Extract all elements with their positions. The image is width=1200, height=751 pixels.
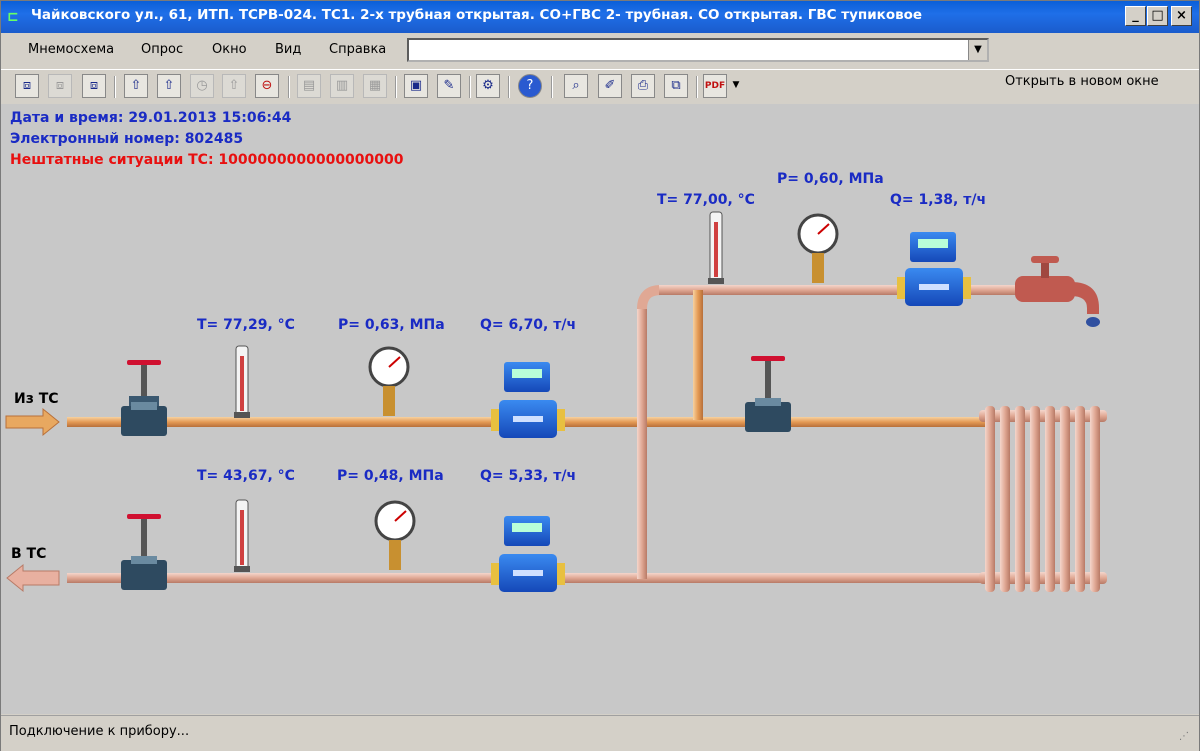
serial-number-label: Электронный номер: 802485 [10,131,244,147]
supply-arrow-icon [5,407,60,437]
return-flow-meter-icon [491,516,565,592]
return-pressure-gauge-icon [374,500,416,570]
app-icon: ⊏ [7,9,19,25]
hot-water-flow-meter-icon [897,232,971,306]
window-title: Чайковского ул., 61, ИТП. ТСРВ-024. ТС1.… [31,7,923,23]
pdf-icon[interactable]: PDF [703,74,727,98]
return-thermometer-icon [234,499,250,572]
table-icon: ▦ [363,74,387,98]
radiator-icon [979,406,1107,592]
hot-water-pressure: P= 0,60, МПа [777,171,884,187]
report-icon[interactable]: ✐ [598,74,622,98]
menu-window[interactable]: Окно [212,42,247,57]
chart-icon: ▤ [297,74,321,98]
faucet-icon [1015,256,1100,327]
toolbar: ⧈ ⧈ ⧈ ⇧ ⇧ ◷ ⇧ ⊖ ▤ ▥ ▦ ▣ ✎ ⚙ ? ⌕ ✐ ⎙ ⧉ PD… [1,69,1199,105]
menu-poll[interactable]: Опрос [141,42,184,57]
hot-water-pressure-gauge-icon [797,213,839,283]
supply-branch-pipe [693,290,703,420]
resize-grip-icon[interactable]: ⋰ [1179,731,1189,742]
hot-water-pipe [659,285,1024,295]
connect-icon[interactable]: ⧈ [15,74,39,98]
export-icon[interactable]: ⧉ [664,74,688,98]
network-icon[interactable]: ▣ [404,74,428,98]
supply-valve-icon [121,360,167,436]
supply-pressure: P= 0,63, МПа [338,317,445,333]
supply-flow-meter-icon [491,362,565,438]
timer-icon: ◷ [190,74,214,98]
supply-thermometer-icon [234,345,250,418]
supply-pressure-gauge-icon [368,346,410,416]
help-icon[interactable]: ? [518,74,542,98]
alarms-label: Нештатные ситуации ТС: 10000000000000000… [10,152,404,168]
object-select[interactable]: ▼ [407,38,989,62]
chevron-down-icon[interactable]: ▼ [968,40,987,60]
return-temperature: T= 43,67, °C [197,468,295,484]
riser-pipe [637,309,647,579]
print-icon[interactable]: ⎙ [631,74,655,98]
menu-mnemoscheme[interactable]: Мнемосхема [28,42,115,57]
supply-temperature: T= 77,29, °C [197,317,295,333]
open-in-new-window-button[interactable]: Открыть в новом окне [1005,74,1159,89]
hot-water-temperature: T= 77,00, °C [657,192,755,208]
return-flow: Q= 5,33, т/ч [480,468,577,484]
datetime-label: Дата и время: 29.01.2013 15:06:44 [10,110,292,126]
return-arrow-icon [6,563,60,593]
bar-chart-icon: ▥ [330,74,354,98]
return-line-label: В ТС [11,546,47,562]
menu-view[interactable]: Вид [275,42,302,57]
disconnect-icon: ⧈ [48,74,72,98]
hot-water-flow: Q= 1,38, т/ч [890,192,987,208]
preview-icon[interactable]: ⌕ [564,74,588,98]
title-bar[interactable]: ⊏ Чайковского ул., 61, ИТП. ТСРВ-024. ТС… [1,1,1199,33]
reconnect-icon[interactable]: ⧈ [82,74,106,98]
settings-icon[interactable]: ⚙ [476,74,500,98]
return-valve-icon [121,514,167,590]
maximize-button[interactable]: □ [1147,6,1168,26]
mnemoscheme-canvas: Дата и время: 29.01.2013 15:06:44 Электр… [1,104,1199,714]
pdf-dropdown-icon[interactable]: ▼ [732,80,740,90]
stop-icon[interactable]: ⊖ [255,74,279,98]
status-text: Подключение к прибору... [9,724,190,739]
minimize-button[interactable]: _ [1125,6,1146,26]
riser-valve-icon [745,356,791,432]
close-button[interactable]: × [1171,6,1192,26]
menu-help[interactable]: Справка [329,42,387,57]
pipeline-diagram [5,211,1107,593]
supply-line-label: Из ТС [14,391,59,407]
supply-flow: Q= 6,70, т/ч [480,317,577,333]
read-current-icon[interactable]: ⇧ [157,74,181,98]
return-pressure: P= 0,48, МПа [337,468,444,484]
status-bar: Подключение к прибору... ⋰ [1,715,1199,751]
edit-scheme-icon[interactable]: ✎ [437,74,461,98]
hot-water-thermometer-icon [708,211,724,284]
read-archive-icon[interactable]: ⇧ [124,74,148,98]
upload-icon: ⇧ [222,74,246,98]
